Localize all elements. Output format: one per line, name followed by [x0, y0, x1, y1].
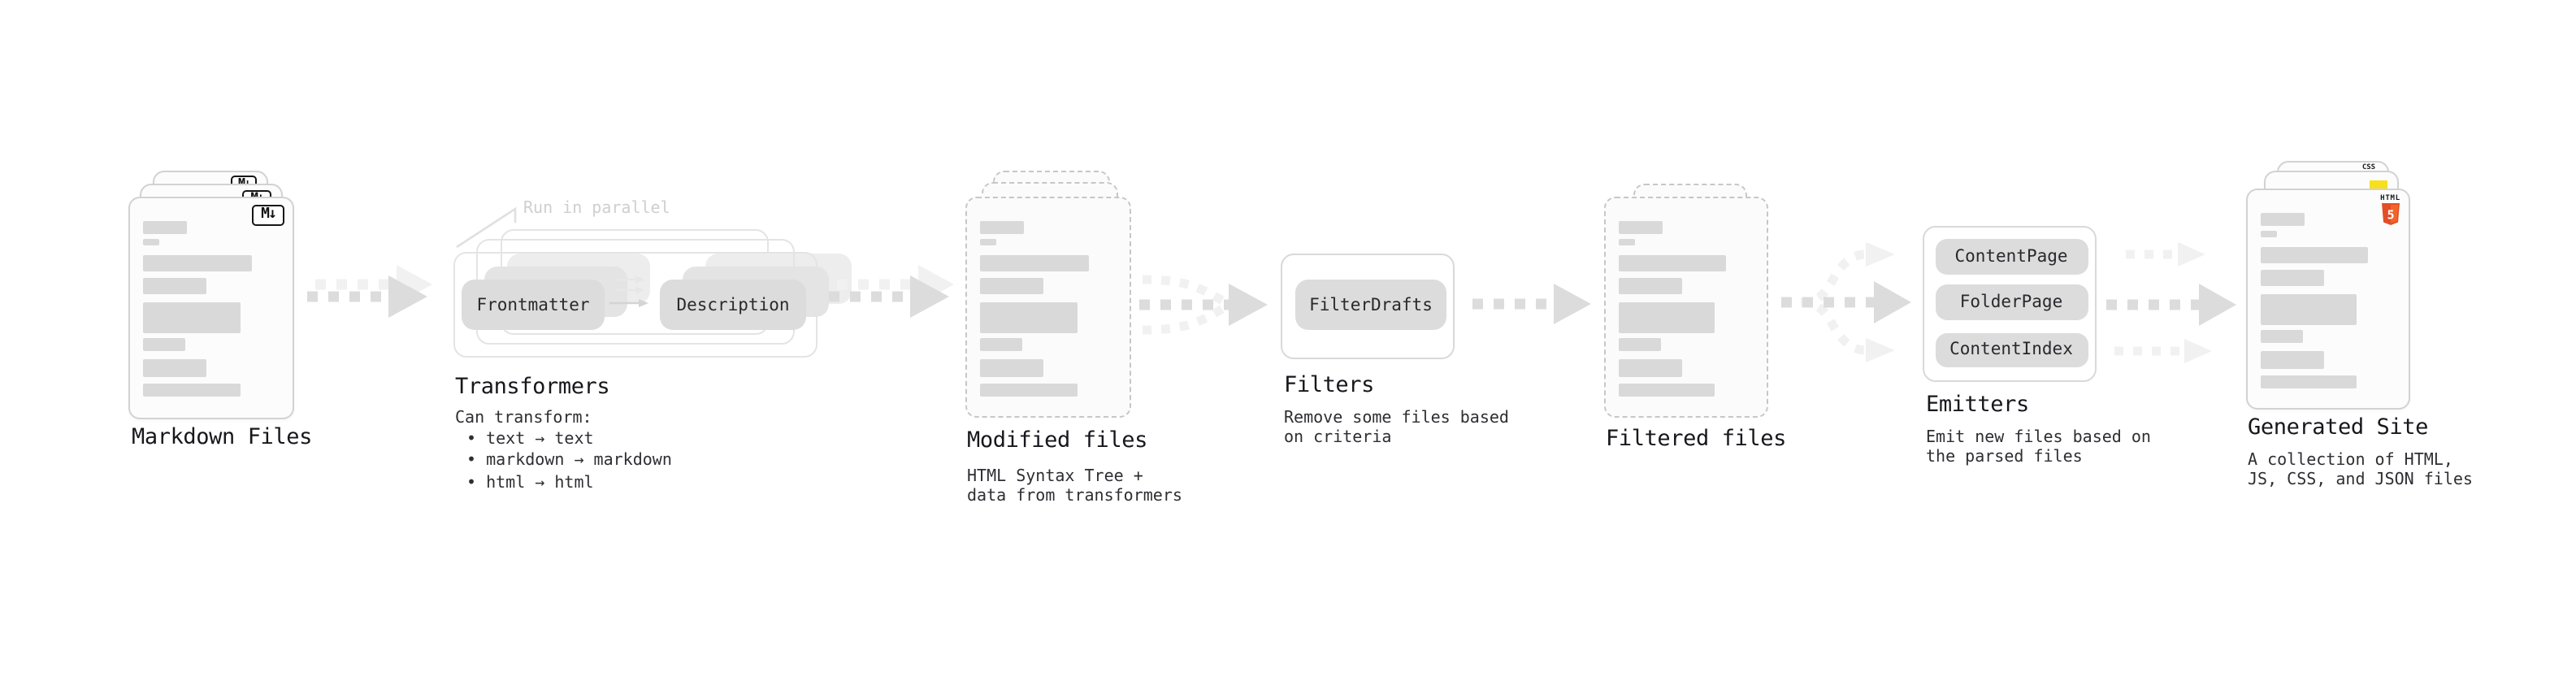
transform-bullet: • markdown → markdown — [466, 452, 672, 471]
arrow-modified-to-filters — [1139, 275, 1268, 335]
content-page-pill: ContentPage — [1935, 239, 2088, 274]
run-in-parallel-note: Run in parallel — [523, 200, 670, 218]
html5-icon: HTML 5 — [2380, 195, 2400, 225]
modified-file-card-front — [965, 197, 1131, 418]
generated-site-label: Generated Site — [2248, 414, 2428, 440]
folder-page-pill: FolderPage — [1935, 284, 2088, 319]
svg-text:5: 5 — [2387, 208, 2394, 223]
emitters-label: Emitters — [1926, 392, 2029, 418]
filtered-files-label: Filtered files — [1606, 426, 1786, 452]
markdown-file-card-front: M↓ — [128, 197, 294, 419]
filters-description: Remove some files based on criteria — [1284, 410, 1509, 448]
filters-label: Filters — [1284, 372, 1374, 398]
transformers-label: Transformers — [455, 374, 610, 400]
run-in-parallel-callout-line — [456, 206, 517, 249]
modified-files-label: Modified files — [967, 427, 1147, 453]
markdown-files-stack: M↓ M↓ M↓ — [128, 171, 310, 421]
arrow-transformers-to-modified — [829, 265, 954, 318]
arrow-filters-to-filtered — [1472, 284, 1591, 324]
document-text-placeholder — [2261, 213, 2392, 388]
modified-files-stack — [965, 171, 1147, 421]
transformers-description: Can transform: • text → text • markdown … — [455, 408, 672, 494]
document-text-placeholder — [1619, 221, 1750, 397]
filter-drafts-pill: FilterDrafts — [1295, 280, 1446, 330]
transformer-box-front — [453, 252, 817, 358]
generated-site-stack: CSS HTML 5 — [2246, 161, 2428, 421]
generated-site-description: A collection of HTML, JS, CSS, and JSON … — [2248, 452, 2473, 490]
modified-files-description: HTML Syntax Tree + data from transformer… — [967, 468, 1182, 506]
arrow-emitters-to-generated — [2106, 242, 2236, 363]
document-text-placeholder — [980, 221, 1113, 397]
emitters-box: ContentPage FolderPage ContentIndex — [1923, 226, 2097, 382]
emitters-description: Emit new files based on the parsed files — [1926, 429, 2151, 467]
markdown-icon: M↓ — [252, 205, 284, 225]
markdown-files-label: Markdown Files — [132, 424, 312, 450]
frontmatter-pill: Frontmatter — [462, 280, 605, 330]
document-text-placeholder — [143, 221, 276, 397]
description-pill: Description — [660, 280, 806, 330]
arrow-markdown-to-transformers — [307, 265, 432, 318]
html-file-card: HTML 5 — [2246, 189, 2410, 410]
filtered-file-card-front — [1604, 197, 1768, 418]
content-index-pill: ContentIndex — [1935, 332, 2088, 367]
js-file-icon — [2370, 180, 2387, 188]
filters-box: FilterDrafts — [1281, 254, 1455, 359]
can-transform-title: Can transform: — [455, 410, 592, 427]
filtered-files-stack — [1604, 184, 1786, 421]
transform-bullet: • html → html — [466, 474, 594, 492]
arrow-filtered-to-emitters — [1781, 242, 1911, 362]
transform-bullet: • text → text — [466, 431, 594, 449]
transformer-mini-arrows — [609, 275, 648, 307]
